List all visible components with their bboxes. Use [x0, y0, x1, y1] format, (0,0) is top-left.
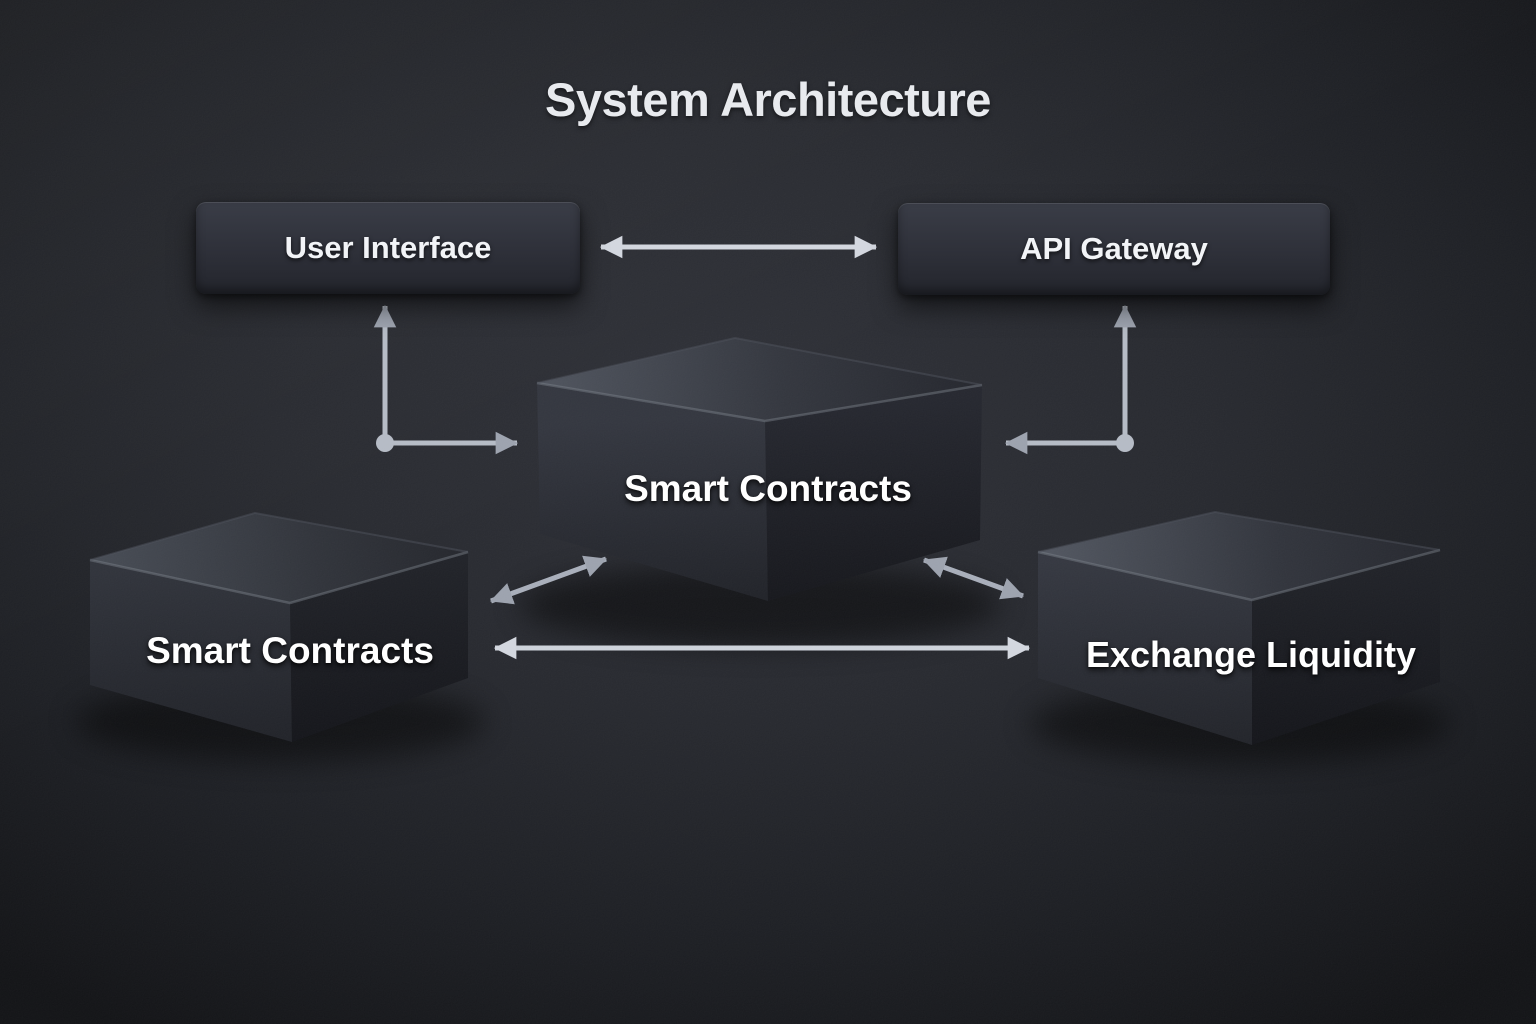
node-api-gateway-label: API Gateway	[1020, 231, 1208, 266]
node-user-interface: User Interface	[196, 202, 580, 294]
node-exchange-liquidity-label: Exchange Liquidity	[1085, 634, 1417, 675]
node-smart-contracts-left-label: Smart Contracts	[146, 630, 434, 671]
node-smart-contracts-center-label: Smart Contracts	[624, 468, 912, 509]
node-api-gateway: API Gateway	[898, 203, 1330, 295]
page-title: System Architecture	[545, 73, 991, 126]
node-user-interface-label: User Interface	[284, 230, 492, 265]
